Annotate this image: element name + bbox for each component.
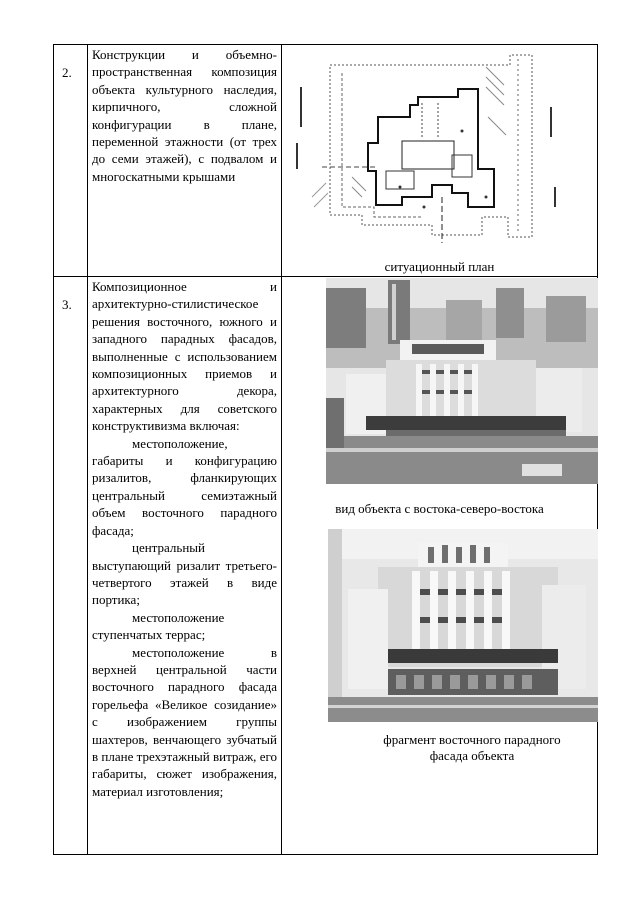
row-number: 3. [53, 276, 88, 855]
image-cell: вид объекта с востока-северо-востока [281, 276, 598, 855]
protected-features-table: 2. Конструкции и объемно-пространственна… [53, 44, 598, 855]
description-paragraph: местоположение в верхней центральной час… [92, 644, 277, 799]
image-caption: фрагмент восточного парадного фасада объ… [383, 732, 561, 763]
description-paragraph: Композиционное и архитектурно-стилистиче… [92, 279, 277, 434]
description-paragraph: Конструкции и объемно-пространственная к… [92, 47, 277, 184]
description-paragraph: местоположение, габариты и конфигурацию … [92, 435, 277, 538]
description-paragraph: местоположение ступенчатых террас; [92, 609, 225, 643]
image-cell: ситуационный план [281, 44, 598, 277]
image-caption: ситуационный план [384, 259, 495, 274]
table-row: 2. Конструкции и объемно-пространственна… [53, 44, 598, 277]
building-aerial-photo [326, 278, 598, 484]
facade-fragment-photo [328, 529, 598, 722]
row-description: Композиционное и архитектурно-стилистиче… [87, 276, 282, 855]
description-paragraph: центральный выступающий ризалит третьего… [92, 540, 277, 608]
row-number: 2. [53, 44, 88, 277]
site-plan-image [296, 54, 556, 243]
image-caption: вид объекта с востока-северо-востока [335, 501, 544, 516]
row-description: Конструкции и объемно-пространственная к… [87, 44, 282, 277]
table-row: 3. Композиционное и архитектурно-стилист… [53, 276, 598, 855]
